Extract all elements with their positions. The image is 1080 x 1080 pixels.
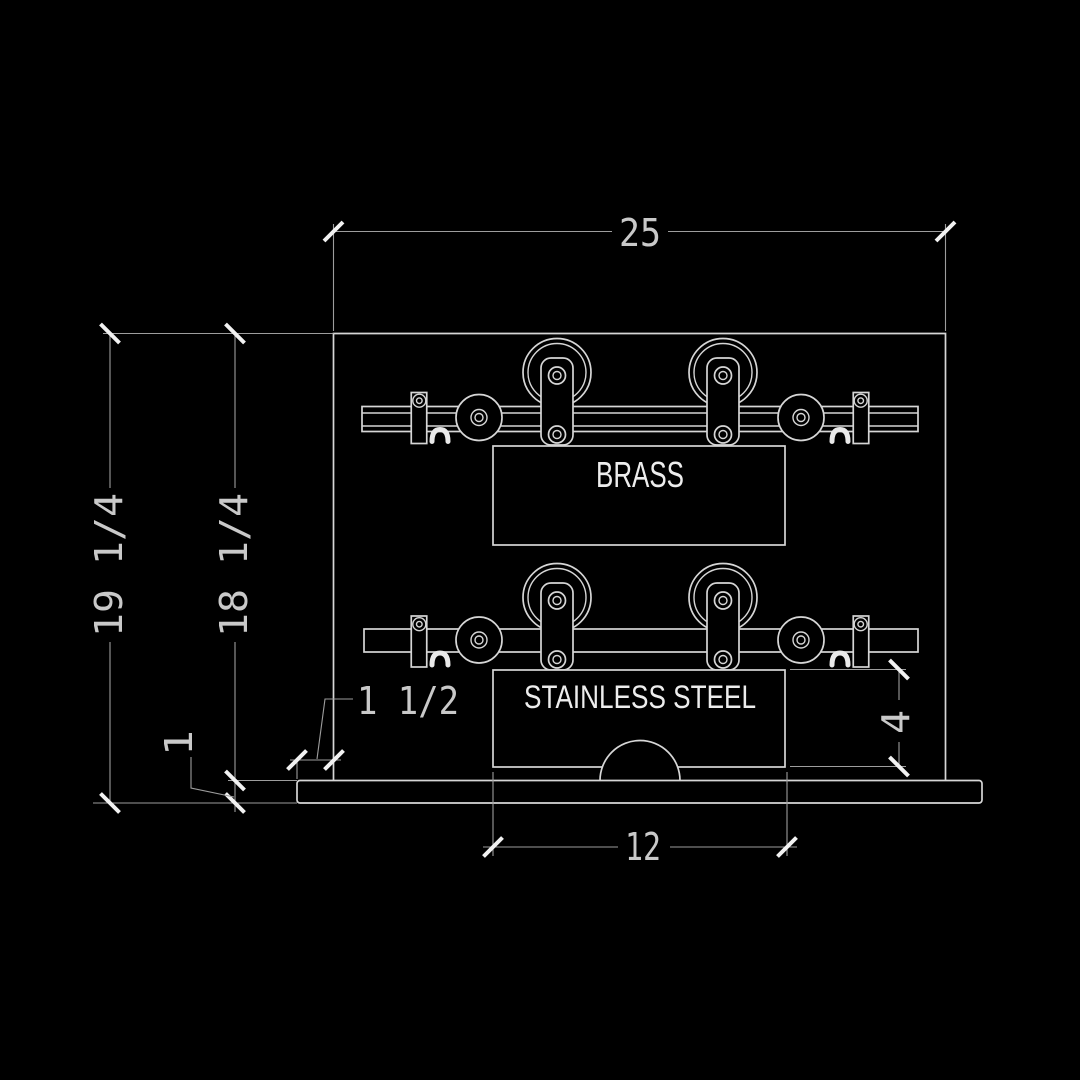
- floor-guide-arch-mask: [600, 740, 680, 781]
- dim-text-overall-width: 25: [619, 211, 661, 255]
- guide-roller: [455, 393, 503, 442]
- stainless-plate: STAINLESS STEEL: [492, 669, 786, 781]
- stainless-plate-label: STAINLESS STEEL: [524, 679, 756, 715]
- hanger-strap: [540, 357, 574, 446]
- dim-panel-height: 18 1/4: [212, 322, 297, 812]
- dim-overall-height: 19 1/4: [87, 322, 297, 815]
- dim-plate-width: 12: [481, 772, 799, 869]
- dim-plate-height: 4: [790, 658, 918, 778]
- brass-plate: BRASS: [492, 445, 786, 546]
- dim-text-panel-height: 18 1/4: [212, 493, 256, 637]
- guide-roller: [455, 616, 503, 664]
- hanger-strap: [706, 582, 740, 671]
- stainless-rail: [363, 628, 919, 653]
- dim-text-plate-height: 4: [874, 710, 918, 734]
- hanger-strap: [540, 582, 574, 671]
- dimensions: 25 19 1/4 18 1/4 1: [87, 211, 957, 869]
- hanger-strap: [706, 357, 740, 446]
- dim-base-thickness: 1: [157, 730, 247, 815]
- wall-panel: [332, 332, 947, 781]
- brass-rail: [361, 405, 919, 433]
- stainless-track-assembly: [363, 562, 919, 671]
- brass-track-assembly: [361, 337, 919, 446]
- brass-plate-label: BRASS: [596, 454, 684, 495]
- dim-track-offset: 1 1/2: [285, 679, 459, 779]
- guide-roller: [777, 616, 825, 664]
- dim-overall-width: 25: [322, 211, 957, 331]
- dim-text-base-thickness: 1: [157, 730, 201, 756]
- floor-guide-arch: [599, 739, 681, 781]
- dim-text-overall-height: 19 1/4: [87, 493, 131, 637]
- dim-text-track-offset: 1 1/2: [357, 679, 459, 723]
- guide-roller: [777, 393, 825, 442]
- dim-text-plate-width: 12: [625, 825, 661, 869]
- baseboard: [296, 779, 983, 804]
